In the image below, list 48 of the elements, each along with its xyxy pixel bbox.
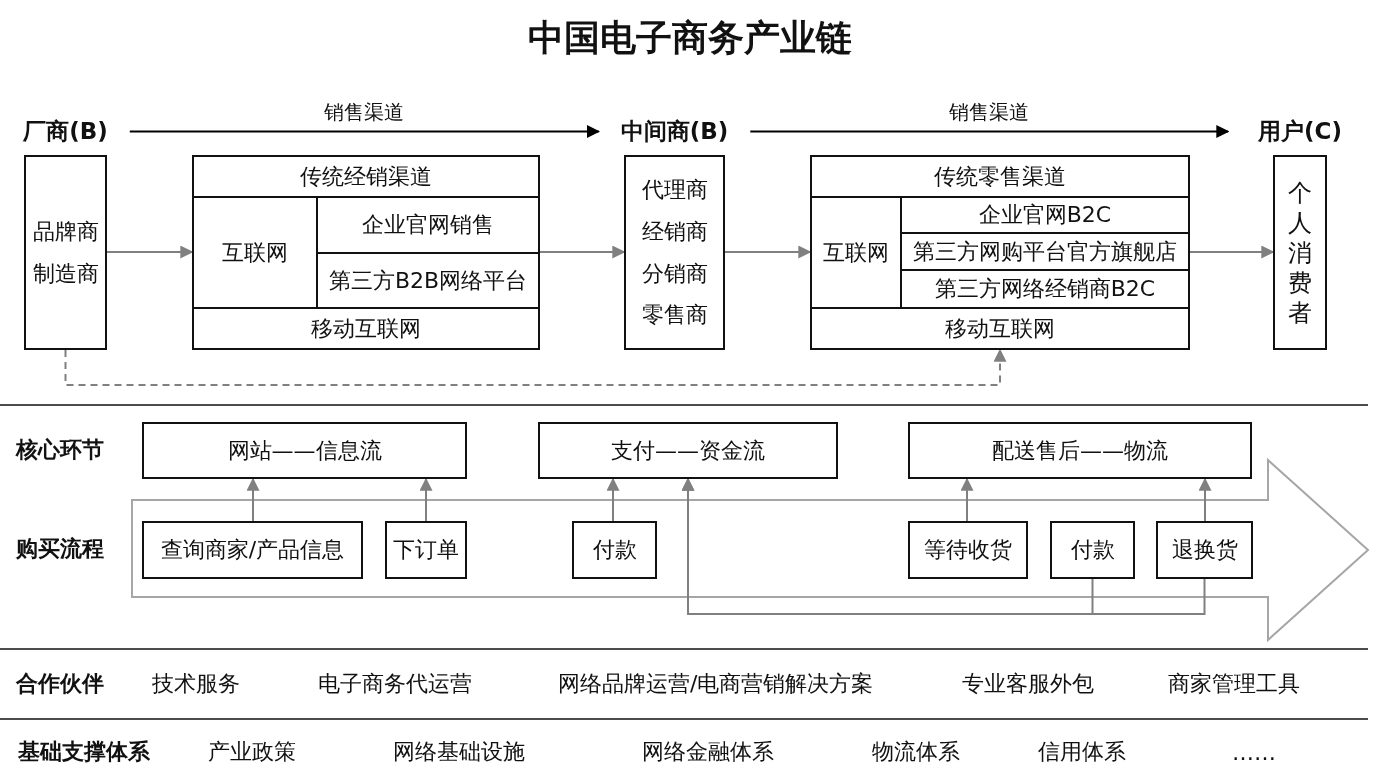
process-box: 网站——信息流 <box>142 422 467 479</box>
dashed-arrow <box>64 348 1007 386</box>
arrow <box>419 477 433 522</box>
column-heading: 厂商(B) <box>23 117 108 146</box>
row-item: …… <box>1232 739 1276 765</box>
row-item: 电子商务代运营 <box>318 670 472 698</box>
arrow <box>106 245 194 259</box>
arrow <box>749 125 1230 138</box>
step-box: 下订单 <box>385 521 467 579</box>
step-box: 付款 <box>1050 521 1135 579</box>
row-item: 网络基础设施 <box>393 738 525 766</box>
title: 中国电子商务产业链 <box>527 16 853 60</box>
row-heading: 基础支撑体系 <box>18 738 150 766</box>
row-item: 物流体系 <box>872 738 960 766</box>
row-heading: 购买流程 <box>16 535 104 563</box>
row-item: 技术服务 <box>152 670 240 698</box>
row-item: 网络品牌运营/电商营销解决方案 <box>558 670 874 698</box>
entity-label: 品牌商 <box>32 217 99 246</box>
row-item: 信用体系 <box>1038 738 1126 766</box>
arrow <box>681 477 1206 615</box>
entity-label: 个人消费者 <box>1287 177 1313 328</box>
step-box: 查询商家/产品信息 <box>142 521 363 579</box>
row-item: 商家管理工具 <box>1168 670 1300 698</box>
arrow <box>246 477 260 522</box>
step-box: 等待收货 <box>908 521 1028 579</box>
arrow <box>960 477 974 522</box>
row-heading: 合作伙伴 <box>16 670 104 698</box>
arrow <box>1189 245 1275 259</box>
arrow <box>724 245 812 259</box>
row-item: 产业政策 <box>208 738 296 766</box>
column-heading: 中间商(B) <box>620 117 729 146</box>
entity-label: 制造商 <box>32 259 99 288</box>
process-box: 支付——资金流 <box>538 422 838 479</box>
arrow <box>1198 477 1212 522</box>
step-box: 退换货 <box>1156 521 1253 579</box>
arrow <box>128 125 600 138</box>
column-heading: 用户(C) <box>1258 117 1342 146</box>
entity-label: 经销商 <box>641 217 708 246</box>
row-item: 专业客服外包 <box>962 670 1094 698</box>
row-heading: 核心环节 <box>16 436 104 464</box>
step-box: 付款 <box>572 521 657 579</box>
row-item: 网络金融体系 <box>642 738 774 766</box>
arrow <box>539 245 626 259</box>
process-box: 配送售后——物流 <box>908 422 1252 479</box>
arrow <box>606 477 620 522</box>
entity-label: 零售商 <box>641 301 708 330</box>
entity-label: 代理商 <box>641 175 708 204</box>
entity-label: 分销商 <box>641 259 708 288</box>
